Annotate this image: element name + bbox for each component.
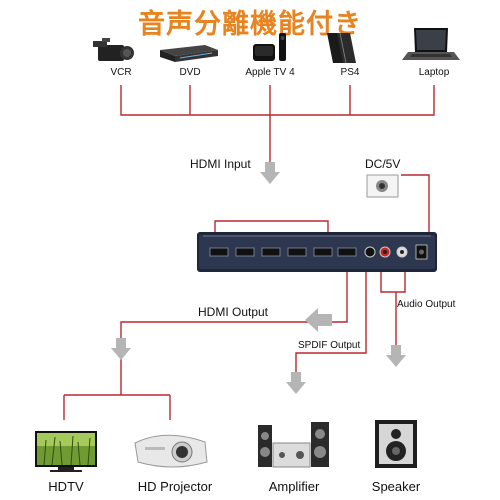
source-label-apple-tv: Apple TV 4	[245, 67, 295, 78]
hdmi-output-arrow	[111, 338, 131, 360]
hdmi-input-label: HDMI Input	[190, 157, 251, 171]
camcorder-icon	[93, 38, 134, 61]
output-label-projector: HD Projector	[137, 479, 213, 494]
hdmi-input-arrow	[260, 162, 280, 184]
spdif-output-label: SPDIF Output	[298, 340, 361, 351]
source-label-laptop: Laptop	[418, 67, 450, 78]
output-label-amplifier: Amplifier	[268, 479, 320, 494]
page-title: 音声分離機能付き	[138, 9, 362, 40]
apple-tv-icon	[253, 33, 286, 61]
amplifier-icon	[258, 422, 329, 468]
dvd-player-icon	[160, 45, 218, 62]
output-label-speaker: Speaker	[371, 479, 421, 494]
power-label: DC/5V	[365, 157, 401, 171]
source-label-ps4: PS4	[340, 67, 360, 78]
spdif-arrow	[286, 372, 306, 394]
hdtv-icon	[35, 431, 97, 472]
hdmi-splitter-device	[197, 232, 437, 272]
projector-icon	[134, 434, 208, 468]
audio-output-arrow	[386, 345, 406, 367]
ps4-console-icon	[327, 32, 356, 64]
hdmi-output-label: HDMI Output	[198, 305, 269, 319]
laptop-icon	[402, 28, 460, 60]
audio-output-label: Audio Output	[397, 299, 456, 310]
output-label-hdtv: HDTV	[48, 479, 84, 494]
speaker-icon	[375, 420, 417, 468]
source-label-vcr: VCR	[110, 67, 132, 78]
left-arrow	[305, 308, 332, 332]
dc-jack-icon	[366, 174, 399, 198]
connection-lines	[63, 85, 435, 420]
source-label-dvd: DVD	[179, 67, 201, 78]
